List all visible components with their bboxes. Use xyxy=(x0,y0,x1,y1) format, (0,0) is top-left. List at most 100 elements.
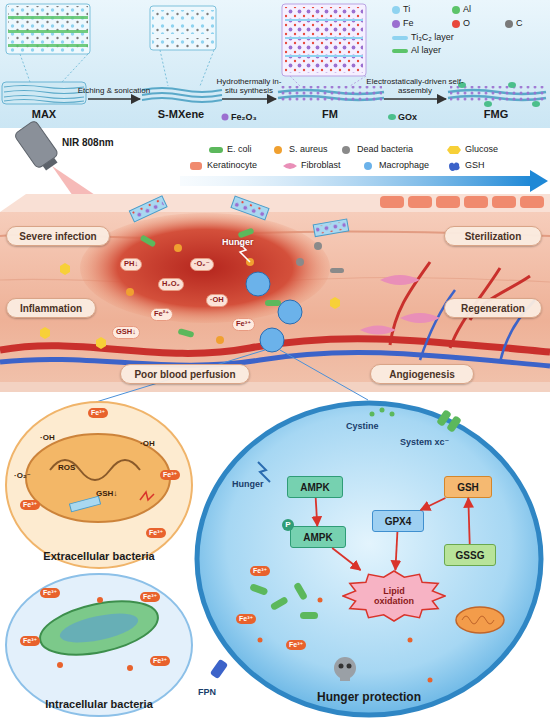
annotation-label: System xc⁻ xyxy=(400,436,449,448)
legend-text: Macrophage xyxy=(379,160,429,170)
synthesis-panel xyxy=(20,54,30,82)
stage-name: S-MXene xyxy=(140,108,222,120)
wound-scene xyxy=(40,327,50,339)
state-pill: Inflammation xyxy=(6,298,96,318)
legend-text: Glucose xyxy=(465,144,498,154)
annotation-label: H₂O₂ xyxy=(158,278,184,291)
synthesis-panel xyxy=(8,44,88,47)
wound-scene xyxy=(520,196,544,208)
wound-scene xyxy=(314,242,322,250)
panel-title: Intracellular bacteria xyxy=(4,698,194,710)
legend-text: Keratinocyte xyxy=(207,160,257,170)
wound-scene xyxy=(313,219,349,237)
wound-scene xyxy=(126,288,134,296)
wound-scene xyxy=(96,337,106,349)
ion-tag: Fe³⁺ xyxy=(20,636,40,646)
wound-scene xyxy=(380,196,404,208)
legend-sample xyxy=(270,145,286,155)
panel-outline xyxy=(6,402,192,568)
legend-swatch xyxy=(392,6,400,14)
legend-item: Macrophage xyxy=(360,160,429,171)
cell-details xyxy=(249,583,268,596)
legend-item: Glucose xyxy=(446,144,498,155)
cell-details xyxy=(408,638,413,643)
wound-scene xyxy=(96,350,265,402)
legend-item: Dead bacteria xyxy=(338,144,413,155)
legend-text: Al xyxy=(463,4,471,14)
annotation-label: ROS xyxy=(58,462,75,473)
stage-name: MAX xyxy=(0,108,88,120)
wound-scene xyxy=(316,221,347,234)
material-stage: S-MXene xyxy=(140,78,222,120)
wound-scene xyxy=(132,198,164,219)
ion-tag: Fe³⁺ xyxy=(88,408,108,418)
wound-scene xyxy=(129,196,167,222)
synthesis-panel xyxy=(458,82,466,88)
synthesis-panel xyxy=(6,4,90,54)
ion-tag: Fe³⁺ xyxy=(250,566,270,576)
intracellular-bacterium xyxy=(35,592,162,671)
legend-item: S. aureus xyxy=(270,144,328,155)
synthesis-panel xyxy=(200,50,214,86)
legend-text: E. coli xyxy=(227,144,252,154)
annotation-label: GSH↓ xyxy=(112,326,140,339)
ion-tag: Fe³⁺ xyxy=(286,640,306,650)
legend-sample xyxy=(274,146,282,154)
legend-sample xyxy=(190,162,202,170)
wound-scene xyxy=(436,196,460,208)
annotation-label: ·O₂⁻ xyxy=(190,258,214,271)
synthesis-panel xyxy=(62,54,88,82)
annotation-label: ·OH xyxy=(140,438,155,449)
cell-details xyxy=(258,462,270,482)
synthesis-panel xyxy=(222,114,229,121)
legend-text: Ti₃C₂ layer xyxy=(411,32,454,42)
wound-scene xyxy=(80,213,330,323)
wound-scene xyxy=(408,196,432,208)
wound-scene xyxy=(0,194,550,212)
wound-scene xyxy=(177,328,194,338)
node-label: Severe infection xyxy=(19,231,96,242)
synthesis-panel xyxy=(160,50,168,86)
legend-text: Fibroblast xyxy=(301,160,341,170)
cell-details xyxy=(270,596,289,611)
metabolite-box: GSH xyxy=(444,476,492,498)
cell-details xyxy=(456,607,504,633)
intracellular-bacterium xyxy=(57,662,63,668)
node-label: Angiogenesis xyxy=(389,369,455,380)
legend-item: E. coli xyxy=(208,144,252,155)
node-label: Regeneration xyxy=(461,303,525,314)
cell-details xyxy=(210,659,229,679)
annotation-label: ·O₂⁻ xyxy=(14,470,31,481)
state-pill: Severe infection xyxy=(6,226,110,246)
synthesis-panel xyxy=(290,76,300,86)
ion-tag: Fe³⁺ xyxy=(150,656,170,666)
legend-item: O xyxy=(452,18,470,29)
synthesis-panel xyxy=(152,38,214,48)
intracellular-bacterium xyxy=(127,665,133,671)
annotation-label: ·OH xyxy=(40,432,55,443)
legend-item: Fibroblast xyxy=(282,160,341,171)
legend-text: O xyxy=(463,18,470,28)
legend-item: Ti xyxy=(392,4,410,15)
synthesis-panel xyxy=(8,16,88,19)
wound-scene xyxy=(60,263,70,275)
synthesis-panel xyxy=(0,0,550,128)
annotation-label: NIR 808nm xyxy=(62,136,114,149)
legend-swatch xyxy=(452,6,460,14)
legend-sample xyxy=(209,147,223,153)
annotation-label: Fe³⁺ xyxy=(232,318,255,331)
node-label: Sterilization xyxy=(465,231,522,242)
connector-arrow xyxy=(421,498,446,510)
state-pill: Sterilization xyxy=(444,226,542,246)
legend-text: Al layer xyxy=(411,45,441,55)
wound-scene xyxy=(260,328,284,352)
legend-text: GSH xyxy=(465,160,485,170)
annotation-label: GOx xyxy=(398,111,417,123)
legend-sample xyxy=(208,145,224,155)
synthesis-panel xyxy=(508,82,516,88)
stage-name: FMG xyxy=(446,108,546,120)
cell-details xyxy=(446,415,462,433)
